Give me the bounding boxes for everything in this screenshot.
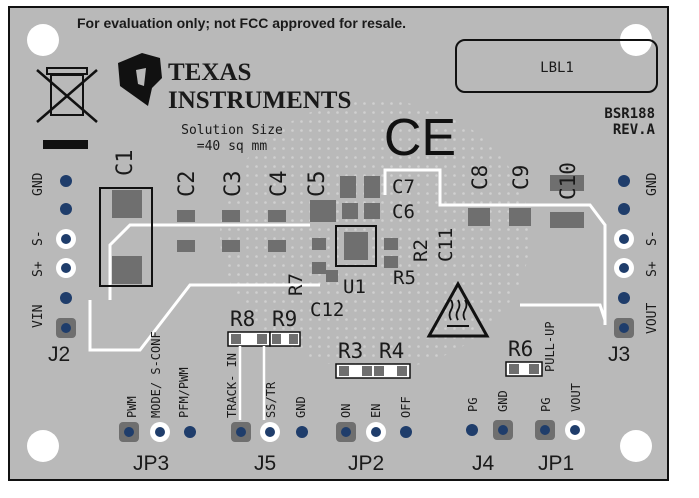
c4-label: C4 xyxy=(267,171,292,198)
label-box xyxy=(455,39,658,93)
c5-label: C5 xyxy=(305,171,330,198)
j2-label: J2 xyxy=(48,343,70,366)
c4-component xyxy=(268,210,286,252)
c1-pad xyxy=(112,190,142,218)
c1-label: C1 xyxy=(113,150,138,177)
jp1-pin-pull-up: PULL-UP xyxy=(543,321,557,372)
r3-r4-resistors xyxy=(335,363,411,379)
r8-r9-resistors xyxy=(227,331,301,347)
j3-connector xyxy=(614,175,634,338)
j2-pin-s-plus: S+ xyxy=(31,261,46,277)
jp1-pin-vout: VOUT xyxy=(569,383,583,412)
u1-label: U1 xyxy=(343,276,366,298)
r6-label: R6 xyxy=(508,337,533,361)
label-box-text: LBL1 xyxy=(540,60,574,76)
c2-component xyxy=(177,210,195,252)
j3-pin-s-plus: S+ xyxy=(645,261,660,277)
brand-name-line1: Texas xyxy=(168,59,251,86)
evaluation-notice: For evaluation only; not FCC approved fo… xyxy=(77,15,406,31)
revision: REV.A xyxy=(613,122,656,138)
weee-bin-icon xyxy=(36,67,98,149)
r8-label: R8 xyxy=(230,307,255,331)
brand-name-line2: Instruments xyxy=(168,87,351,114)
r6-resistor xyxy=(505,361,543,377)
jp3-pin-pfm-pwm: PFM/PWM xyxy=(177,367,191,418)
j3-pin-s-minus: S- xyxy=(645,230,660,246)
jp1-pin-pg: PG xyxy=(539,398,553,412)
jp2-pin-on: ON xyxy=(339,404,353,418)
j2-pin-s-minus: S- xyxy=(31,230,46,246)
j5-label: J5 xyxy=(254,452,276,475)
bottom-header-pads xyxy=(119,420,585,442)
jp3-label: JP3 xyxy=(133,452,169,475)
hot-surface-warning-icon xyxy=(426,280,490,338)
j3-pin-vout: VOUT xyxy=(645,303,660,334)
j2-pin-vin: VIN xyxy=(31,305,46,328)
c6-label: C6 xyxy=(392,201,415,223)
u1-region xyxy=(310,176,398,282)
c2-label: C2 xyxy=(175,171,200,198)
c3-component xyxy=(222,210,240,252)
j4-pin-gnd: GND xyxy=(496,390,510,412)
mounting-hole xyxy=(27,24,59,56)
silkscreen-outline xyxy=(88,168,607,352)
j3-pin-gnd: GND xyxy=(645,172,660,196)
c12-label: C12 xyxy=(310,299,344,321)
j5-trace xyxy=(238,346,266,420)
j5-pin-gnd: GND xyxy=(294,396,308,418)
ti-logo-icon xyxy=(118,53,162,106)
c8-label: C8 xyxy=(468,165,492,190)
j2-pin-gnd: GND xyxy=(31,172,46,196)
c9-pad xyxy=(509,208,531,226)
j5-pin-track-in: TRACK- IN xyxy=(225,353,239,418)
r4-label: R4 xyxy=(379,339,404,363)
jp2-pin-en: EN xyxy=(369,404,383,418)
c10-pad xyxy=(550,175,584,191)
r3-label: R3 xyxy=(338,339,363,363)
mounting-hole xyxy=(27,430,59,462)
c1-pad xyxy=(112,256,142,284)
c7-label: C7 xyxy=(392,176,415,198)
j2-connector xyxy=(56,175,76,338)
solution-size-line2: =40 sq mm xyxy=(197,139,268,154)
ce-mark: CE xyxy=(384,109,456,167)
jp1-label: JP1 xyxy=(538,452,574,475)
c11-label: C11 xyxy=(435,228,457,262)
j4-pin-pg: PG xyxy=(466,398,480,412)
j4-label: J4 xyxy=(472,452,495,475)
r5-label: R5 xyxy=(393,267,416,289)
j3-label: J3 xyxy=(608,343,630,366)
solution-size-line1: Solution Size xyxy=(181,123,283,138)
r2-label: R2 xyxy=(410,239,432,262)
r9-label: R9 xyxy=(272,307,297,331)
part-number: BSR188 xyxy=(604,106,655,122)
mounting-hole xyxy=(620,430,652,462)
jp2-label: JP2 xyxy=(348,452,384,475)
jp3-pin-pwm: PWM xyxy=(125,396,139,418)
c8-pad xyxy=(468,208,490,226)
c9-label: C9 xyxy=(509,165,533,190)
c1-outline xyxy=(99,187,153,287)
r7-label: R7 xyxy=(285,273,307,296)
jp3-pin-mode: MODE/ S-CONF xyxy=(149,331,163,418)
c10-pad xyxy=(550,212,584,228)
c10-label: C10 xyxy=(556,162,580,200)
jp2-pin-off: OFF xyxy=(399,396,413,418)
j5-pin-ss-tr: SS/TR xyxy=(264,381,278,418)
c3-label: C3 xyxy=(221,171,246,198)
